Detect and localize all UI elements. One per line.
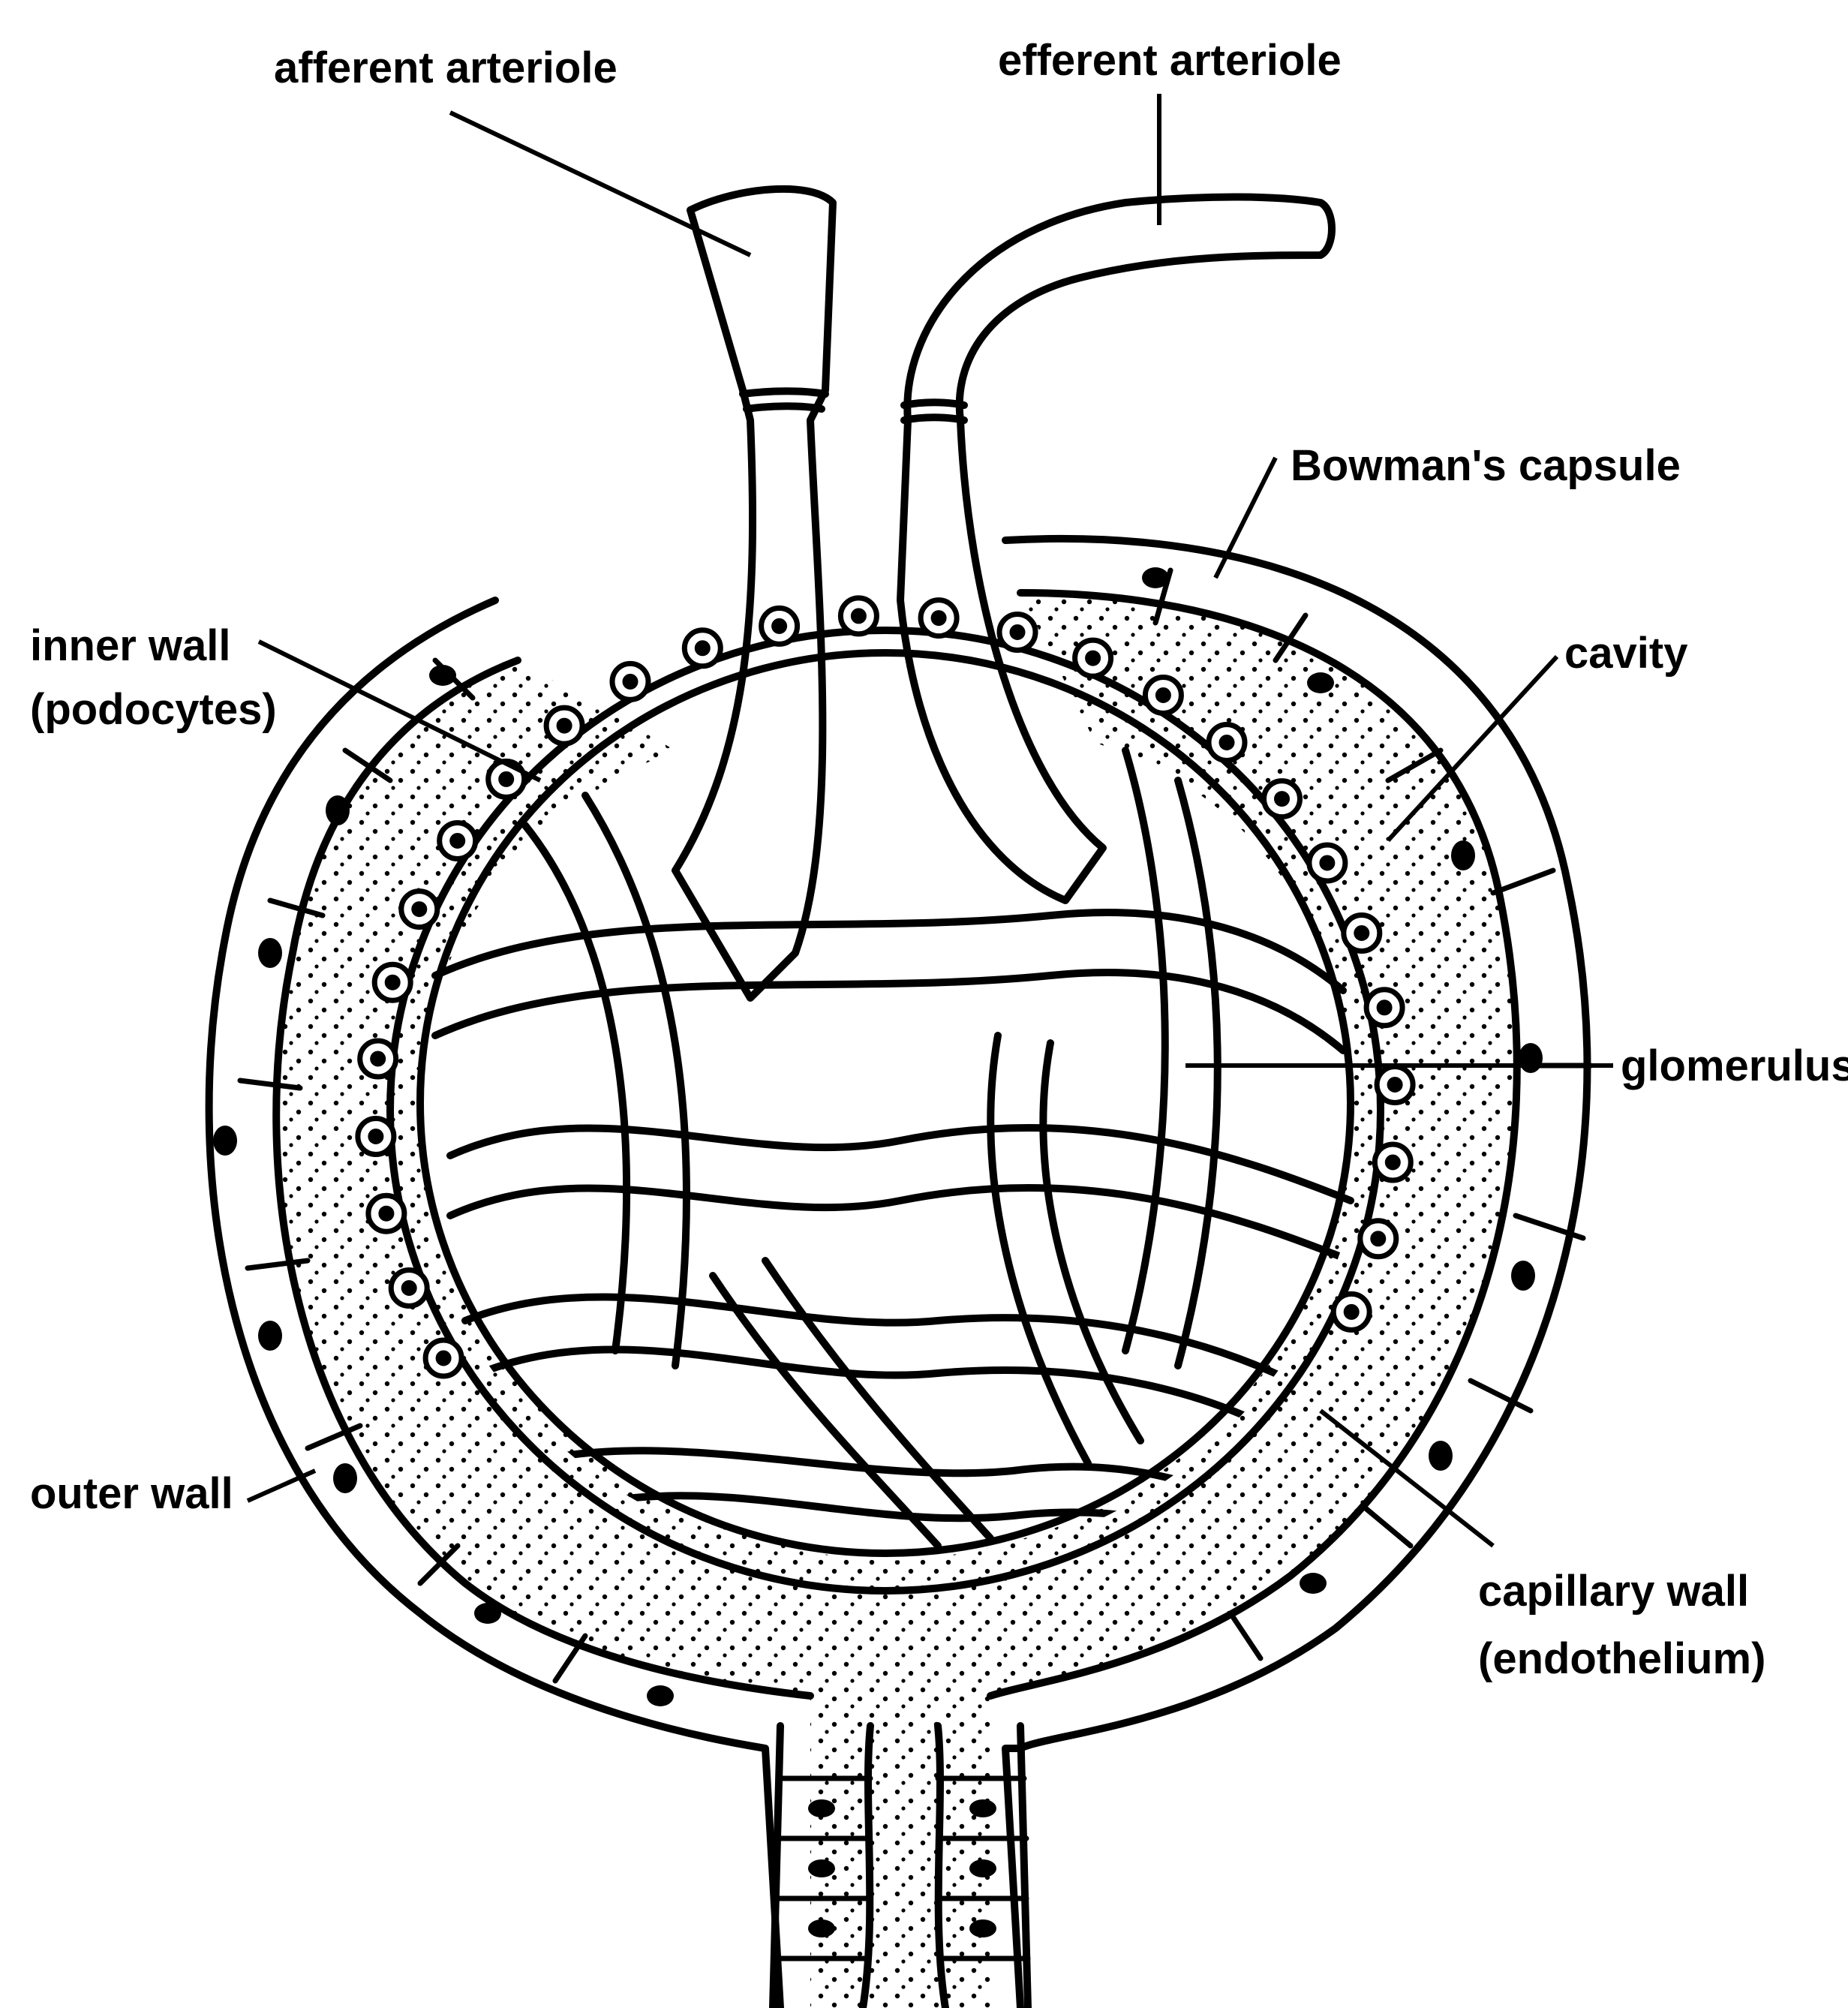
podocyte-nucleus bbox=[559, 720, 569, 731]
label-capillary-wall: capillary wall bbox=[1478, 1567, 1749, 1616]
podocyte-nucleus bbox=[371, 1132, 381, 1142]
podocyte-nucleus bbox=[1012, 627, 1023, 638]
podocyte-nucleus bbox=[381, 1208, 392, 1219]
label-outer-wall: outer wall bbox=[30, 1469, 233, 1518]
label-podocytes: (podocytes) bbox=[30, 685, 277, 734]
podocyte-nucleus bbox=[404, 1283, 414, 1294]
podocyte-nucleus bbox=[373, 1054, 383, 1064]
podocyte-nucleus bbox=[1277, 794, 1288, 804]
afferent-arteriole bbox=[675, 189, 833, 998]
podocyte-nucleus bbox=[853, 611, 864, 621]
podocyte-nucleus bbox=[501, 774, 512, 784]
podocyte-nucleus bbox=[1357, 928, 1367, 939]
podocyte-nucleus bbox=[1387, 1157, 1398, 1168]
capsule-cavity bbox=[276, 593, 1517, 2008]
labels: afferent arteriole efferent arteriole Bo… bbox=[30, 36, 1848, 1683]
podocyte-nucleus bbox=[1390, 1080, 1400, 1090]
podocyte-nucleus bbox=[1221, 738, 1232, 748]
label-afferent-arteriole: afferent arteriole bbox=[274, 44, 618, 92]
podocyte-nucleus bbox=[387, 977, 398, 987]
podocyte-nucleus bbox=[1158, 690, 1168, 701]
podocyte-nucleus bbox=[1322, 858, 1333, 868]
podocyte-nucleus bbox=[774, 621, 785, 631]
label-inner-wall: inner wall bbox=[30, 621, 231, 670]
podocyte-nucleus bbox=[1379, 1002, 1390, 1013]
podocyte-nucleus bbox=[452, 836, 463, 846]
podocyte-nucleus bbox=[1346, 1306, 1357, 1317]
label-endothelium: (endothelium) bbox=[1478, 1634, 1765, 1683]
podocyte-nucleus bbox=[438, 1353, 449, 1363]
label-efferent-arteriole: efferent arteriole bbox=[998, 36, 1342, 85]
podocyte-nucleus bbox=[414, 904, 425, 915]
podocyte-nucleus bbox=[625, 676, 636, 687]
podocyte-nucleus bbox=[933, 613, 944, 624]
podocyte-nucleus bbox=[697, 643, 708, 654]
label-glomerulus: glomerulus bbox=[1621, 1042, 1848, 1090]
label-cavity: cavity bbox=[1564, 629, 1687, 678]
podocyte-nucleus bbox=[1088, 653, 1098, 663]
podocyte-nucleus bbox=[1373, 1234, 1384, 1244]
label-bowmans-capsule: Bowman's capsule bbox=[1291, 441, 1681, 490]
